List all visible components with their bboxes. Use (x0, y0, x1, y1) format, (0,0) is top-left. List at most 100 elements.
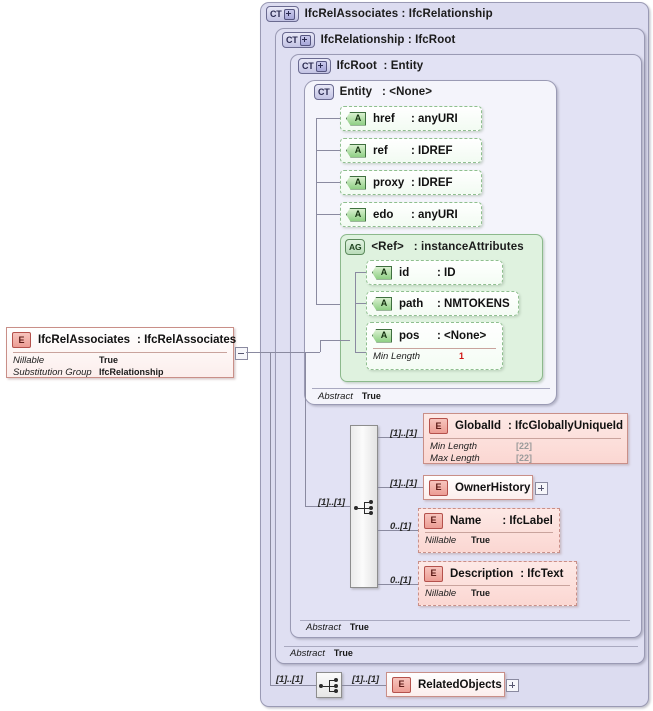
attribute-pos[interactable]: A pos : <None> Min Length 1 (366, 322, 503, 370)
header-label-2: IfcRelationship : IfcRoot (320, 34, 456, 46)
attribute-path[interactable]: A path : NMTOKENS (366, 291, 519, 316)
attribute-id[interactable]: A id : ID (366, 260, 503, 285)
element-header: E Name : IfcLabel (419, 509, 559, 532)
attribute-icon: A (346, 111, 366, 126)
attr-branch-ref (316, 150, 340, 151)
attribute-icon: A (346, 207, 366, 222)
header-label-1: IfcRelAssociates : IfcRelationship (304, 8, 493, 20)
attr-tree-spine (316, 118, 317, 304)
facet-row: Substitution Group IfcRelationship (13, 366, 164, 378)
cardinality-description: 0..[1] (390, 575, 411, 586)
attr-branch-ref-group (316, 304, 340, 305)
root-connector-2 (260, 352, 320, 353)
cardinality-ownerhistory: [1]..[1] (390, 478, 417, 489)
attribute-proxy[interactable]: A proxy : IDREF (340, 170, 482, 195)
element-facets: Nillable True (419, 586, 576, 600)
cardinality-name: 0..[1] (390, 521, 411, 532)
element-icon: E (392, 676, 411, 693)
branch-globalid (378, 437, 423, 438)
root-connector-up (320, 340, 321, 352)
abstract-entity: Abstract True (318, 391, 381, 402)
attribute-icon: A (372, 296, 392, 311)
element-RelatedObjects[interactable]: E RelatedObjects (386, 672, 505, 697)
cardinality-bottom-in: [1]..[1] (276, 674, 303, 685)
abstract-ifcrelationship: Abstract True (290, 648, 353, 659)
facet-row: Nillable True (425, 535, 491, 546)
attribute-icon: A (346, 175, 366, 190)
attribute-href[interactable]: A href : anyURI (340, 106, 482, 131)
header-IfcRelationship[interactable]: CT IfcRelationship : IfcRoot (282, 32, 455, 48)
header-label-3: IfcRoot : Entity (336, 60, 424, 72)
element-GlobalId[interactable]: E GlobalId : IfcGloballyUniqueId Min Len… (423, 413, 628, 464)
cardinality-globalid: [1]..[1] (390, 428, 417, 439)
attribute-icon: A (346, 143, 366, 158)
bottom-sequence-compositor[interactable] (316, 672, 342, 698)
element-Description[interactable]: E Description : IfcText Nillable True (418, 561, 577, 606)
complextype-icon[interactable]: CT (314, 84, 334, 100)
root-element-facets: Nillable True Substitution Group IfcRela… (7, 353, 233, 378)
expand-toggle-ownerhistory[interactable] (535, 482, 548, 495)
element-icon: E (429, 479, 448, 496)
sequence-inlet (305, 506, 350, 507)
ag-branch-path (355, 303, 368, 304)
branch-description (378, 584, 418, 585)
element-Name[interactable]: E Name : IfcLabel Nillable True (418, 508, 560, 553)
sequence-compositor[interactable] (350, 425, 378, 588)
attribute-icon: A (372, 265, 392, 280)
header-IfcRelAssociates[interactable]: CT IfcRelAssociates : IfcRelationship (266, 6, 493, 22)
attribute-edo[interactable]: A edo : anyURI (340, 202, 482, 227)
facet-row: Nillable True (13, 355, 119, 366)
root-connector-top (320, 340, 350, 341)
element-facets: Nillable True (419, 533, 559, 547)
attr-branch-edo (316, 214, 340, 215)
bottom-outlet (342, 685, 386, 686)
root-connector (246, 352, 260, 353)
abstract-ifcroot: Abstract True (306, 622, 369, 633)
divider-ifcroot (300, 620, 630, 621)
ag-label: <Ref> : instanceAttributes (371, 241, 524, 253)
header-label-4: Entity : <None> (339, 86, 433, 98)
ag-tree-spine (355, 272, 356, 352)
bottom-inlet (270, 685, 316, 686)
attributegroup-icon: AG (345, 239, 366, 255)
facet-row: Nillable True (425, 588, 491, 599)
branch-ownerhistory (378, 487, 423, 488)
root-element-IfcRelAssociates[interactable]: E IfcRelAssociates : IfcRelAssociates Ni… (6, 327, 236, 378)
element-OwnerHistory[interactable]: E OwnerHistory (423, 475, 533, 500)
element-header: E RelatedObjects (387, 673, 504, 696)
attribute-ref[interactable]: A ref : IDREF (340, 138, 482, 163)
divider-ifcrelationship (284, 646, 638, 647)
expand-toggle-relatedobjects[interactable] (506, 679, 519, 692)
element-icon: E (429, 418, 448, 434)
element-icon: E (424, 565, 443, 582)
collapse-toggle[interactable] (235, 347, 248, 360)
complextype-plus-icon[interactable]: CT (282, 32, 315, 48)
facet-row: Min Length [22] (430, 441, 533, 452)
root-element-header: E IfcRelAssociates : IfcRelAssociates (7, 328, 236, 352)
element-icon: E (424, 512, 443, 529)
facet-row: Max Length [22] (430, 452, 533, 464)
complextype-plus-icon[interactable]: CT (266, 6, 299, 22)
facets-pos: Min Length 1 (367, 349, 502, 363)
header-Entity[interactable]: CT Entity : <None> (314, 84, 432, 100)
bottom-spine (270, 352, 271, 685)
ag-branch-pos (355, 352, 368, 353)
element-facets: Min Length [22] Max Length [22] (424, 439, 627, 464)
attribute-icon: A (372, 328, 392, 343)
header-IfcRoot[interactable]: CT IfcRoot : Entity (298, 58, 423, 74)
ag-branch-id (355, 272, 368, 273)
sequence-compositor-icon (319, 678, 342, 694)
element-icon: E (12, 332, 31, 348)
element-header: E GlobalId : IfcGloballyUniqueId (424, 414, 627, 438)
complextype-plus-icon[interactable]: CT (298, 58, 331, 74)
divider-entity (312, 388, 550, 389)
attr-branch-href (316, 118, 340, 119)
attr-branch-proxy (316, 182, 340, 183)
cardinality-sequence-in: [1]..[1] (318, 497, 345, 508)
sequence-spine (305, 352, 306, 506)
element-header: E OwnerHistory (424, 476, 532, 499)
branch-name (378, 530, 418, 531)
header-attribute-group[interactable]: AG <Ref> : instanceAttributes (345, 239, 524, 255)
facet-row: Min Length 1 (373, 351, 465, 362)
